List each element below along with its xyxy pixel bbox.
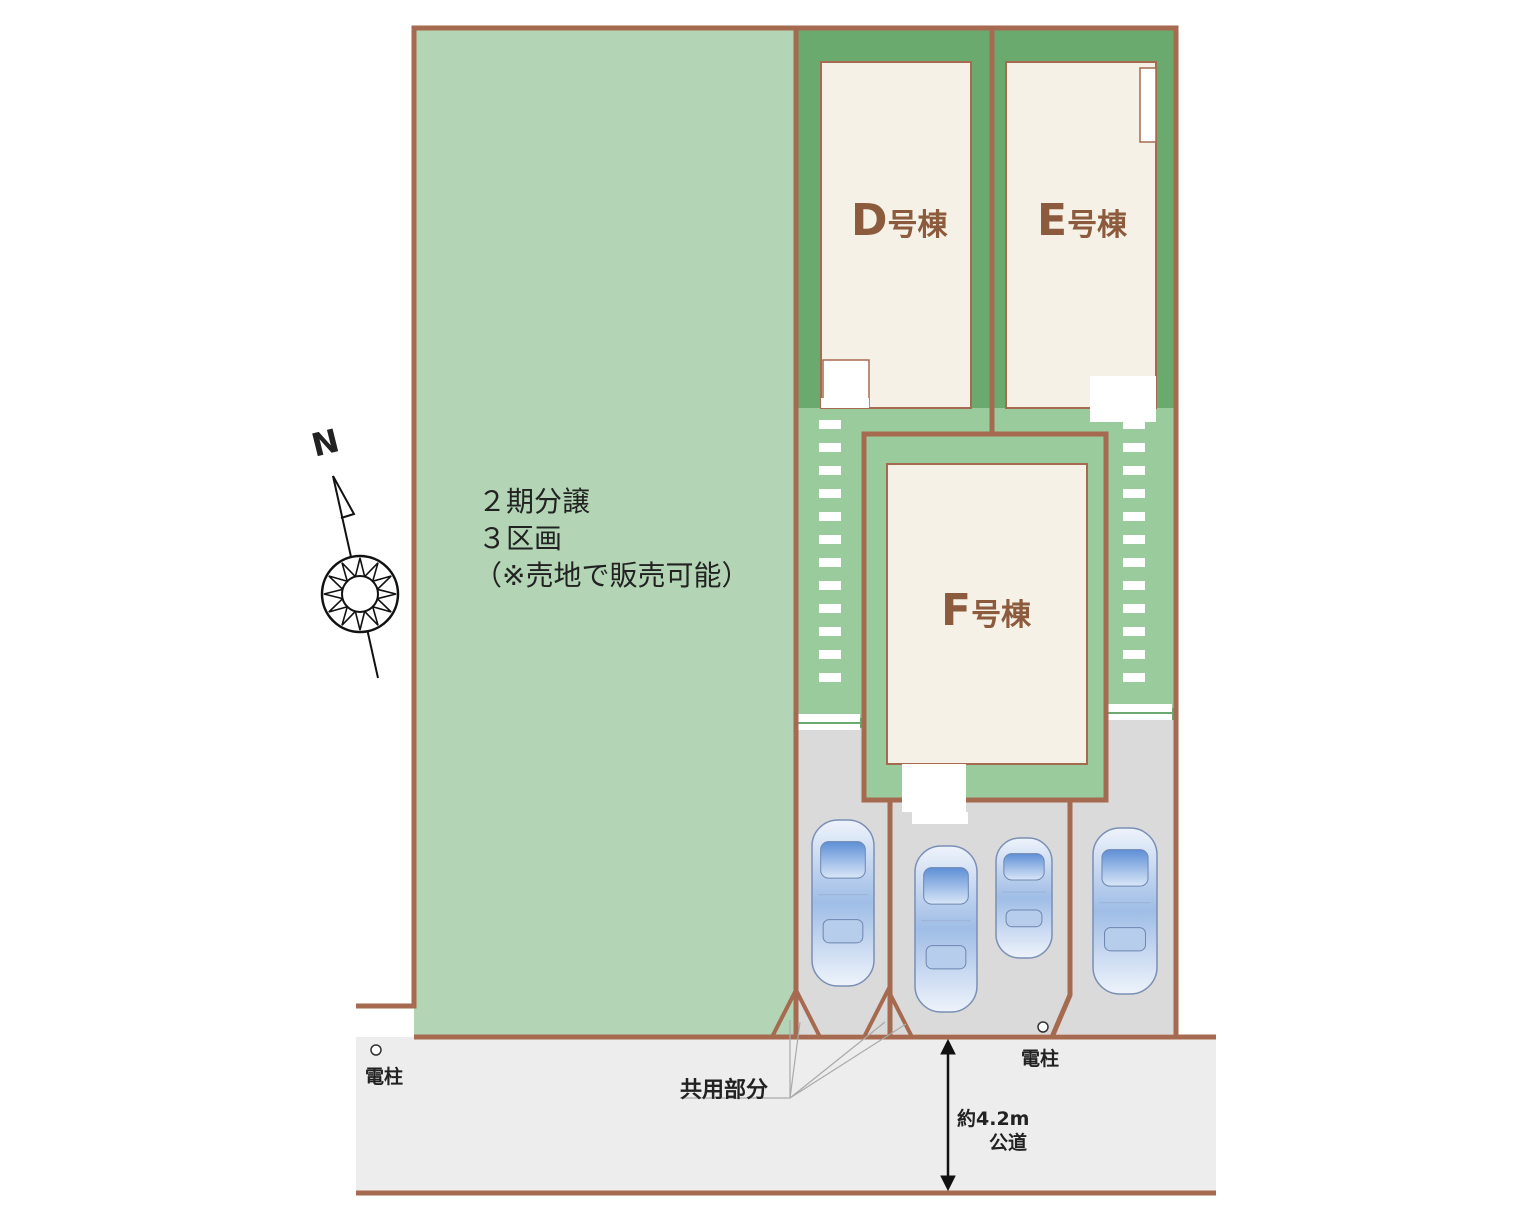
stepping-stone xyxy=(1123,627,1145,636)
boundary-d-f xyxy=(864,797,893,1037)
stepping-stone xyxy=(1123,673,1145,682)
house-e-bay xyxy=(1139,67,1157,143)
shared-area-leaders xyxy=(680,1020,907,1099)
stepping-stone xyxy=(1123,466,1145,475)
stepping-stone xyxy=(1123,489,1145,498)
steps-e xyxy=(1123,420,1145,682)
stepping-stone xyxy=(819,650,841,659)
steps-d xyxy=(819,420,841,682)
building-d-label: D号棟 xyxy=(851,195,948,246)
house-f xyxy=(886,463,1088,765)
road-width-label: 約4.2m xyxy=(957,1108,1030,1130)
utility-pole-right-label: 電柱 xyxy=(1021,1048,1060,1070)
building-e-label: E号棟 xyxy=(1037,195,1127,246)
building-f-suffix: 号棟 xyxy=(971,598,1032,633)
stepping-stone xyxy=(819,420,841,429)
stepping-stone xyxy=(819,558,841,567)
compass-point xyxy=(377,588,397,600)
stepping-stone xyxy=(1123,650,1145,659)
stepping-stone xyxy=(819,489,841,498)
stepping-stone xyxy=(819,604,841,613)
remaining-lot-label: ２期分譲 ３区画 （※売地で販売可能） xyxy=(474,483,749,594)
car-f-2 xyxy=(995,837,1053,959)
house-e-porch xyxy=(1090,376,1156,422)
parking-paving-center xyxy=(864,800,1106,1034)
stepping-stone xyxy=(1123,581,1145,590)
remaining-lot-line3: （※売地で販売可能） xyxy=(474,559,750,592)
public-road xyxy=(356,1037,1216,1193)
compass-point xyxy=(341,606,356,626)
compass-point xyxy=(323,588,343,600)
stepping-stone xyxy=(819,627,841,636)
stepping-stone xyxy=(1123,604,1145,613)
stepping-stone xyxy=(1123,535,1145,544)
stepping-stone xyxy=(1123,443,1145,452)
stepping-stone xyxy=(1123,420,1145,429)
building-d-letter: D xyxy=(851,195,888,246)
compass-point xyxy=(328,598,348,613)
compass-point xyxy=(364,606,379,626)
building-f-letter: F xyxy=(941,585,972,636)
road-type-label: 公道 xyxy=(989,1132,1028,1154)
compass-point xyxy=(341,562,356,582)
remaining-lot-line1: ２期分譲 xyxy=(478,485,591,518)
car-f-1 xyxy=(914,845,978,1013)
stepping-stone xyxy=(819,673,841,682)
compass-point xyxy=(372,598,392,613)
gate-e xyxy=(1108,704,1172,712)
house-f-porch xyxy=(902,764,966,812)
utility-pole-right xyxy=(1037,1021,1049,1033)
road-width-arrow xyxy=(940,1038,956,1192)
building-e-letter: E xyxy=(1037,195,1068,246)
compass-point xyxy=(328,575,348,590)
stepping-stone xyxy=(819,512,841,521)
compass-point xyxy=(364,562,379,582)
stepping-stone xyxy=(1123,558,1145,567)
building-d-suffix: 号棟 xyxy=(887,208,948,243)
house-e xyxy=(1005,61,1157,409)
house-f-step xyxy=(912,812,968,824)
remaining-lot-line2: ３区画 xyxy=(478,522,563,555)
shared-area-right xyxy=(862,985,914,1038)
building-f-label: F号棟 xyxy=(941,585,1031,636)
remaining-lot xyxy=(414,28,796,1037)
house-d xyxy=(820,61,972,409)
utility-pole-left-label: 電柱 xyxy=(365,1066,404,1088)
car-e xyxy=(1092,827,1158,995)
boundary-e-f xyxy=(1049,797,1106,1038)
shared-area-label: 共用部分 xyxy=(680,1078,769,1103)
compass-point xyxy=(354,611,366,631)
stepping-stone xyxy=(819,535,841,544)
gate-d xyxy=(798,714,860,722)
car-d xyxy=(811,819,875,987)
compass-point xyxy=(354,557,366,577)
stepping-stone xyxy=(819,466,841,475)
gate-d-2 xyxy=(798,724,860,730)
house-d-step xyxy=(821,398,869,408)
stepping-stone xyxy=(1123,512,1145,521)
shared-area-left xyxy=(770,985,822,1038)
stepping-stone xyxy=(819,443,841,452)
gate-e-2 xyxy=(1108,714,1172,720)
utility-pole-left xyxy=(370,1044,382,1056)
compass-icon xyxy=(320,475,400,679)
stepping-stone xyxy=(819,581,841,590)
compass-point xyxy=(372,575,392,590)
building-e-suffix: 号棟 xyxy=(1067,208,1128,243)
